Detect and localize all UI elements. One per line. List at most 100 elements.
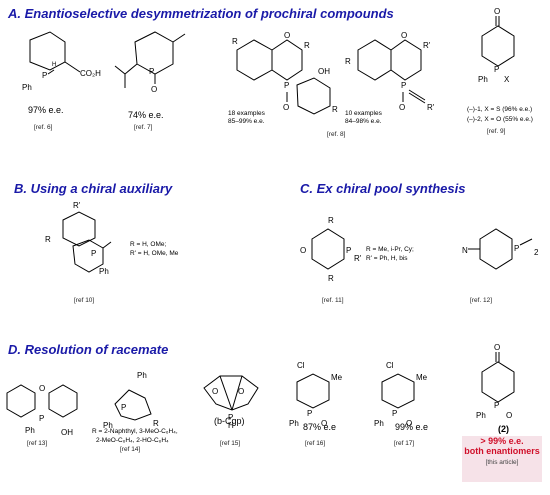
a5-line2: (–)-2, X = O (55% e.e.) — [467, 116, 533, 123]
b-ref: [ref 10] — [74, 297, 95, 304]
svg-text:Ph: Ph — [478, 75, 488, 84]
svg-text:P: P — [42, 71, 47, 80]
svg-text:P: P — [346, 246, 351, 255]
svg-text:P: P — [514, 244, 519, 253]
a1-ref: [ref. 6] — [34, 124, 53, 131]
svg-text:O: O — [506, 411, 512, 420]
d-ref-13: [ref 13] — [27, 440, 48, 447]
structure-d2-bicyclic-phosphine: Ph P Ph R — [103, 371, 159, 430]
structure-c1-oxaphosphinane: R O P R' R — [300, 216, 362, 283]
svg-text:Me: Me — [331, 373, 343, 382]
a4-ee-range: 84–98% e.e. — [345, 118, 382, 125]
svg-text:OH: OH — [61, 428, 73, 437]
highlight-enantiomers: both enantiomers — [464, 446, 540, 457]
a5-line1: (–)-1, X = S (96% e.e.) — [467, 106, 533, 113]
d-ref-17: [ref 17] — [394, 440, 415, 447]
c-ref-12: [ref. 12] — [470, 297, 493, 304]
svg-text:R: R — [153, 419, 159, 428]
a2-ref: [ref. 7] — [134, 124, 153, 131]
structure-d4-chlorophospholene: Cl Me P Ph O — [289, 361, 343, 428]
svg-text:R: R — [328, 274, 334, 283]
d-ee-17: 99% e.e — [395, 422, 429, 432]
c-r-definition: R = Me, i-Pr, Cy; — [366, 246, 414, 253]
svg-text:Ph: Ph — [289, 419, 299, 428]
svg-text:O: O — [283, 103, 289, 112]
c-ref-11: [ref. 11] — [322, 297, 344, 304]
svg-text:P: P — [228, 413, 233, 422]
a3-examples: 18 examples — [228, 110, 265, 117]
svg-text:R: R — [328, 216, 334, 225]
svg-text:Cl: Cl — [297, 361, 305, 370]
svg-text:Ph: Ph — [476, 411, 486, 420]
d-bcgp: (b-Cgp) — [214, 416, 245, 426]
a5-ref: [ref. 9] — [487, 128, 506, 135]
svg-text:R': R' — [354, 254, 362, 263]
svg-text:P: P — [392, 409, 397, 418]
svg-text:P: P — [494, 65, 499, 74]
heading-desymmetrization: A. Enantioselective desymmetrization of … — [8, 6, 394, 21]
structure-a3-biaryl-phosphinine: O R R P O OH R — [232, 31, 338, 115]
svg-text:P: P — [149, 67, 154, 76]
structure-c2-azaphosphinane: N P 2 — [462, 228, 539, 270]
svg-text:P: P — [284, 81, 289, 90]
svg-text:O: O — [494, 343, 500, 352]
svg-text:P: P — [121, 403, 126, 412]
d-ee-16: 87% e.e — [303, 422, 337, 432]
a2-ee: 74% e.e. — [128, 110, 164, 120]
svg-text:H: H — [52, 62, 56, 68]
a1-ee: 97% e.e. — [28, 105, 64, 115]
c-rp-definition: R' = Ph, H, bis — [366, 255, 408, 262]
svg-text:Cl: Cl — [386, 361, 394, 370]
svg-text:O: O — [494, 7, 500, 16]
svg-text:O: O — [39, 384, 45, 393]
highlight-ref: [this article] — [485, 458, 519, 466]
svg-text:H: H — [228, 421, 234, 430]
structure-d3-cage-phosphine: O O P H — [203, 375, 259, 430]
svg-text:O: O — [151, 85, 157, 94]
svg-text:R: R — [304, 41, 310, 50]
b-rp-definition: R' = H, OMe, Me — [130, 250, 179, 257]
svg-text:R: R — [232, 37, 238, 46]
structure-a1-phosphine-acid: CO₂H P Ph H — [22, 31, 101, 92]
svg-text:O: O — [406, 419, 412, 428]
svg-text:O: O — [212, 387, 218, 396]
svg-text:P: P — [91, 249, 96, 258]
svg-text:Ph: Ph — [22, 83, 32, 92]
structure-d6-target-phosphinanone: O P Ph O — [476, 343, 515, 420]
d-r14-line2: 2-MeO-C₆H₄, 2-HO-C₆H₄ — [96, 437, 169, 444]
highlight-ee: > 99% e.e. — [480, 436, 524, 446]
d-r14-line1: R = 2-Naphthyl, 3-MeO-C₆H₄, — [92, 428, 178, 435]
svg-text:O: O — [284, 31, 290, 40]
svg-text:OH: OH — [318, 67, 330, 76]
svg-text:R: R — [45, 235, 51, 244]
d-ref-16: [ref 16] — [305, 440, 326, 447]
d-ref-15: [ref 15] — [220, 440, 241, 447]
d-compound-number: (2) — [498, 424, 509, 434]
svg-text:R': R' — [423, 41, 431, 50]
svg-text:O: O — [399, 103, 405, 112]
d-ref-14: [ref 14] — [120, 446, 141, 453]
svg-text:O: O — [401, 31, 407, 40]
svg-text:Ph: Ph — [137, 371, 147, 380]
svg-text:P: P — [39, 414, 44, 423]
svg-text:R': R' — [427, 103, 435, 112]
structure-a2-phospholene-oxide: O P — [114, 31, 186, 94]
b-r-definition: R = H, OMe; — [130, 241, 167, 248]
heading-chiral-pool: C. Ex chiral pool synthesis — [300, 181, 466, 196]
heading-chiral-auxiliary: B. Using a chiral auxiliary — [14, 181, 173, 196]
svg-text:R: R — [332, 105, 338, 114]
svg-text:X: X — [504, 75, 510, 84]
svg-text:P: P — [401, 81, 406, 90]
svg-text:N: N — [462, 246, 468, 255]
structure-d5-chlorophosphinane: Cl Me P Ph O — [374, 361, 428, 428]
svg-text:O: O — [321, 419, 327, 428]
svg-text:O: O — [238, 387, 244, 396]
heading-resolution: D. Resolution of racemate — [8, 342, 169, 357]
structure-a4-alkynyl-phosphinine: O R' R P O R' — [345, 31, 435, 112]
svg-text:Me: Me — [416, 373, 428, 382]
svg-text:CO₂H: CO₂H — [80, 69, 101, 78]
svg-text:O: O — [300, 246, 306, 255]
svg-text:P: P — [494, 401, 499, 410]
structure-a5-phosphinanone: O P Ph X — [478, 7, 515, 84]
